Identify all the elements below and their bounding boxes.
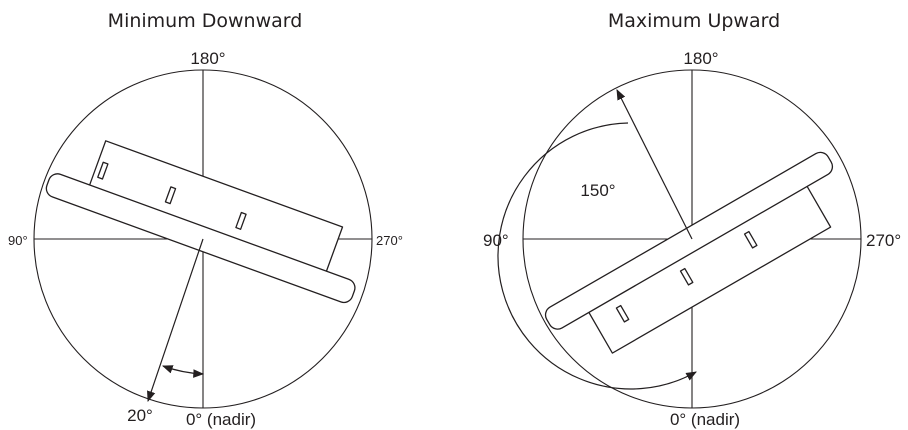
device-slot: [164, 186, 177, 205]
label-90: 90°: [483, 231, 509, 250]
label-270: 270°: [376, 233, 403, 248]
angle-arrow: [616, 89, 693, 240]
mounting-device: [45, 140, 356, 304]
panel-maximum-upward: Maximum Upward 180° 90° 270° 0° (nadir): [483, 10, 901, 429]
device-slot: [615, 304, 630, 323]
device-plate: [45, 173, 356, 304]
label-angle-150: 150°: [580, 181, 615, 200]
label-180: 180°: [190, 49, 225, 68]
device-slot: [679, 267, 694, 286]
device-slot: [235, 211, 247, 230]
angle-arc: [497, 122, 697, 390]
label-90: 90°: [8, 233, 28, 248]
label-nadir: 0° (nadir): [670, 410, 740, 429]
device-slot: [743, 230, 758, 249]
panel-title: Maximum Upward: [608, 10, 780, 32]
mounting-device: [544, 151, 834, 354]
angle-arrow: [147, 238, 204, 403]
label-270: 270°: [866, 231, 901, 250]
angle-arc: [161, 365, 205, 378]
device-slot: [97, 161, 109, 180]
label-180: 180°: [683, 49, 718, 68]
label-angle-20: 20°: [127, 406, 153, 425]
label-nadir: 0° (nadir): [186, 410, 256, 429]
device-plate: [544, 151, 834, 330]
panel-title: Minimum Downward: [108, 10, 303, 32]
panel-minimum-downward: Minimum Downward 180° 90° 270° 0° (nadir…: [8, 10, 403, 429]
